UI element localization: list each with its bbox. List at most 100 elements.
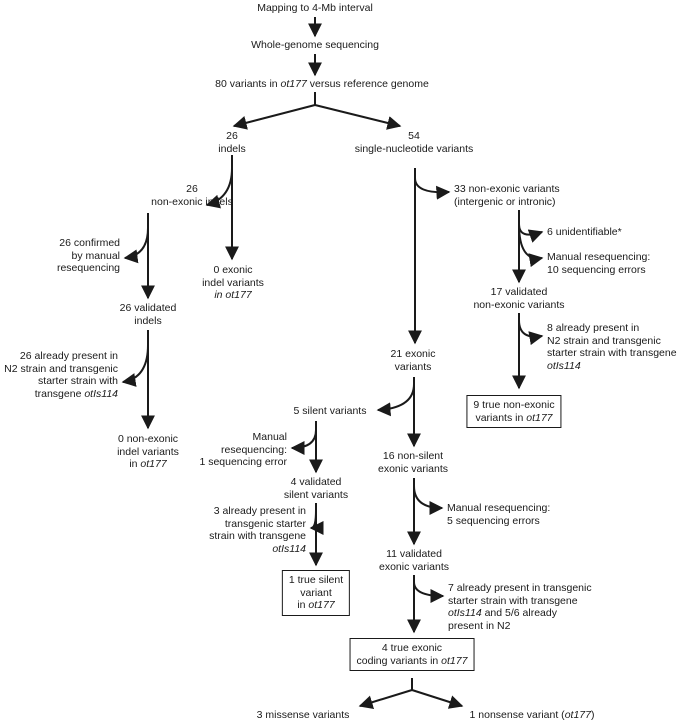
node-line: 80 variants in ot177 versus reference ge… <box>215 78 429 90</box>
italic-run: ot177 <box>308 599 335 611</box>
node-line: 11 validated <box>386 548 442 560</box>
node-line: N2 strain and transgenic <box>547 334 661 347</box>
mapping-node: Mapping to 4-Mb interval <box>257 2 373 15</box>
arrow-to-confirmed <box>123 227 149 264</box>
node-line: 33 non-exonic variants <box>454 183 560 195</box>
node-line: Mapping to 4-Mb interval <box>257 2 373 14</box>
node-line: variant <box>300 586 332 599</box>
arrow-to-missense <box>358 689 413 709</box>
italic-run: otIs114 <box>547 359 581 372</box>
italic-run: ot177 <box>441 654 468 667</box>
arrow-to-nonexonic-33 <box>414 177 451 200</box>
node-line: 1 nonsense variant (ot177) <box>469 709 595 721</box>
node-line: indel variants <box>117 445 179 458</box>
reseq-10-node: Manual resequencing:10 sequencing errors <box>547 251 650 276</box>
node-line: 26 <box>226 130 238 142</box>
node-line: indel variants <box>202 276 264 289</box>
node-line: 1 true silent <box>288 574 344 586</box>
node-line: by manual <box>71 249 120 262</box>
node-line: 26 <box>186 183 198 195</box>
node-line: (intergenic or intronic) <box>454 195 556 208</box>
italic-run: ot177 <box>526 411 553 424</box>
arrow-to-reseq-1 <box>290 429 317 455</box>
node-line: 9 true non-exonic <box>473 399 555 411</box>
node-line: otIs114 and 5/6 already <box>448 607 557 619</box>
node-line: 7 already present in transgenic <box>448 582 592 594</box>
italic-run: otIs114 <box>84 387 118 400</box>
node-line: starter strain with <box>38 375 118 387</box>
silent-5-node: 5 silent variants <box>294 405 367 418</box>
italic-run: ot177 <box>280 78 307 90</box>
unidentifiable-6-node: 6 unidentifiable* <box>547 226 622 239</box>
arrow-to-reseq-5 <box>413 485 444 515</box>
node-line: Manual resequencing: <box>547 251 651 263</box>
node-line: otIs114 <box>547 360 677 373</box>
arrow-to-snv <box>314 104 402 130</box>
node-line: 6 unidentifiable* <box>547 226 622 238</box>
arrow-to-already-present-26 <box>121 344 149 387</box>
node-line: in ot177 <box>129 458 167 470</box>
node-line: resequencing <box>56 262 120 274</box>
node-line: strain with transgene <box>209 530 306 542</box>
node-line: variants in ot177 <box>475 411 553 424</box>
node-line: 26 confirmed <box>59 237 120 249</box>
node-line: coding variants in ot177 <box>356 654 468 667</box>
node-line: Manual <box>252 431 287 443</box>
node-line: resequencing: <box>221 443 287 456</box>
node-line: indels <box>218 142 246 155</box>
italic-run: otIs114 <box>448 607 482 619</box>
node-line: 4 validated <box>290 476 342 488</box>
node-line: exonic variants <box>377 462 449 475</box>
node-line: 3 missense variants <box>256 709 350 721</box>
node-line: indels <box>134 314 162 327</box>
variants-80-node: 80 variants in ot177 versus reference ge… <box>215 78 429 91</box>
node-line: 17 validated <box>490 286 548 298</box>
arrow-to-already-present-8 <box>518 319 544 346</box>
node-line: starter strain with transgene <box>448 594 578 607</box>
italic-run: otIs114 <box>272 542 306 555</box>
node-line: transgene otIs114 <box>34 387 118 400</box>
node-line: 26 already present in <box>19 350 118 362</box>
node-line: in ot177 <box>297 599 335 611</box>
node-line: single-nucleotide variants <box>354 142 474 155</box>
node-line: non-exonic indels <box>151 195 233 208</box>
node-line: 5 sequencing errors <box>447 514 540 527</box>
node-line: Whole-genome sequencing <box>251 39 379 51</box>
arrow-to-already-present-7 <box>413 581 445 603</box>
node-line: in ot177 <box>202 289 264 302</box>
node-line: 10 sequencing errors <box>547 263 646 276</box>
node-line: 0 exonic <box>213 264 253 276</box>
node-line: 26 validated <box>119 302 177 314</box>
missense-3-node: 3 missense variants <box>257 709 350 722</box>
node-line: 16 non-silent <box>382 450 444 462</box>
node-line: otIs114 <box>209 543 306 556</box>
node-line: transgenic starter <box>224 517 306 530</box>
node-line: 21 exonic <box>390 348 436 360</box>
arrow-to-reseq-10 <box>518 223 544 268</box>
node-line: silent variants <box>283 488 349 501</box>
node-line: 5 silent variants <box>293 405 367 417</box>
italic-run: ot177 <box>564 709 591 721</box>
node-line: variants <box>394 360 432 373</box>
arrow-to-unidentifiable <box>518 223 544 243</box>
node-line: 4 true exonic <box>381 642 443 654</box>
reseq-5-node: Manual resequencing:5 sequencing errors <box>447 502 550 527</box>
